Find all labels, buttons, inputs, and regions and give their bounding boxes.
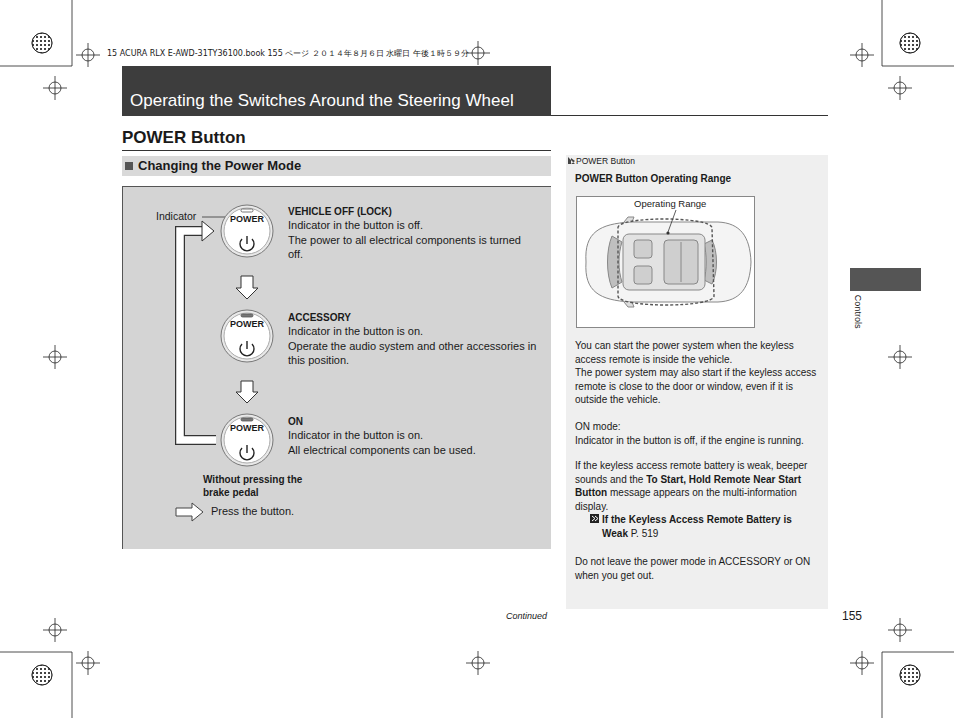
label-text: POWER Button xyxy=(122,127,422,148)
label-text: Indicator in the button is on. xyxy=(288,429,538,443)
mode-arrow xyxy=(180,221,216,440)
label-text: Operating Range xyxy=(634,198,744,210)
button-label: POWER xyxy=(220,215,274,224)
note-paragraph: If the keyless access remote battery is … xyxy=(575,459,821,513)
ref-icon xyxy=(568,157,575,164)
ref-icon xyxy=(590,514,599,523)
section-rule xyxy=(122,150,551,151)
page-heading: Operating the Switches Around the Steeri… xyxy=(130,90,514,111)
label-text: VEHICLE OFF (LOCK) xyxy=(288,206,538,219)
label-text: P. 519 xyxy=(631,528,659,539)
page-reference: If the Keyless Access Remote Battery is … xyxy=(602,513,820,540)
button-label: POWER xyxy=(220,320,274,329)
label-text: 155 xyxy=(842,609,882,624)
label-text: Indicator in the button is off. xyxy=(288,219,538,233)
label-text: You can start the power system when the … xyxy=(575,339,821,366)
figure-panel xyxy=(122,186,551,549)
section-tab xyxy=(850,268,921,291)
label-text: ACCESSORY xyxy=(288,312,538,325)
label-text: message appears on the multi-information… xyxy=(575,487,797,512)
label-text: The power to all electrical components i… xyxy=(288,234,538,262)
label-text: Indicator in the button is on. xyxy=(288,325,538,339)
label-text: POWER Button Operating Range xyxy=(575,173,815,186)
label-text: The power system may also start if the k… xyxy=(575,366,821,407)
power-button: POWER xyxy=(220,309,274,363)
operating-range-outline xyxy=(618,219,714,305)
header-rule xyxy=(551,115,828,116)
label-text: Indicator in the button is off, if the e… xyxy=(575,434,821,448)
power-button: POWER xyxy=(220,204,274,258)
car-figure-frame xyxy=(577,197,755,328)
button-outline xyxy=(220,309,274,363)
label-text: ON xyxy=(288,416,538,429)
label-text: Without pressing the brake pedal xyxy=(203,474,303,499)
label-text: Indicator xyxy=(156,210,216,223)
label-text: POWER Button xyxy=(576,156,726,167)
label-text: Press the button. xyxy=(211,505,361,519)
label-text: Continued xyxy=(506,611,566,622)
leader-line xyxy=(668,210,676,232)
button-label: POWER xyxy=(220,424,274,433)
square-bullet xyxy=(125,162,133,170)
sidebar-panel xyxy=(566,155,828,609)
header-band xyxy=(122,66,551,116)
label-text: Operate the audio system and other acces… xyxy=(288,340,538,368)
label-text: Do not leave the power mode in ACCESSORY… xyxy=(575,555,821,582)
mode-arrow xyxy=(236,381,258,403)
press-arrow-symbol xyxy=(176,503,203,521)
label-text: All electrical components can be used. xyxy=(288,444,538,458)
section-tab-text: Controls xyxy=(852,295,863,329)
label-text: 15 ACURA RLX E-AWD-31TY36100.book 155 ペー… xyxy=(107,49,707,59)
label-text: Changing the Power Mode xyxy=(138,158,438,174)
label-text: ON mode: xyxy=(575,420,821,434)
power-button: POWER xyxy=(220,413,274,467)
button-outline xyxy=(220,204,274,258)
mode-arrow xyxy=(236,276,258,299)
button-outline xyxy=(220,413,274,467)
subheading-bar xyxy=(122,156,551,176)
label-text: If the Keyless Access Remote Battery is … xyxy=(602,514,792,539)
